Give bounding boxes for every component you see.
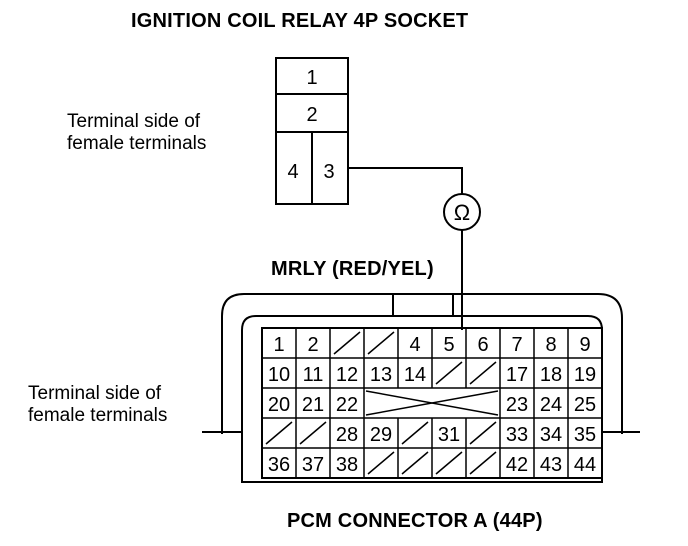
pcm-terminal-18: 18	[540, 364, 562, 386]
measure-wire-relay	[348, 167, 463, 194]
pcm-terminal-8: 8	[545, 334, 556, 356]
pcm-housing-inner	[241, 315, 603, 483]
pcm-terminal-12: 12	[336, 364, 358, 386]
pcm-empty-slot-slash	[435, 361, 463, 385]
pcm-terminal-19: 19	[574, 364, 596, 386]
pcm-note-line-1: Terminal side of	[28, 383, 162, 404]
pcm-terminal-13: 13	[370, 364, 392, 386]
pcm-empty-slot-slash	[469, 451, 497, 475]
pcm-terminal-44: 44	[574, 454, 596, 476]
pcm-terminal-33: 33	[506, 424, 528, 446]
pcm-terminal-6: 6	[477, 334, 488, 356]
pcm-terminal-9: 9	[579, 334, 590, 356]
pcm-connector-housing	[202, 293, 640, 483]
pcm-terminal-37: 37	[302, 454, 324, 476]
pcm-empty-slot-slash	[469, 421, 497, 445]
relay-terminal-1: 1	[306, 67, 317, 89]
pcm-terminal-10: 10	[268, 364, 290, 386]
relay-terminal-side-note: Terminal side of female terminals	[67, 111, 206, 155]
pcm-empty-slot-slash	[265, 421, 293, 445]
pcm-terminal-14: 14	[404, 364, 426, 386]
pcm-terminal-23: 23	[506, 394, 528, 416]
pcm-empty-block-cross	[365, 390, 499, 416]
pcm-empty-slot-slash	[469, 361, 497, 385]
pcm-terminal-side-note: Terminal side of female terminals	[28, 383, 167, 427]
pcm-empty-slot-slash	[299, 421, 327, 445]
pcm-terminal-4: 4	[409, 334, 420, 356]
pcm-terminal-17: 17	[506, 364, 528, 386]
pcm-connector-title: PCM CONNECTOR A (44P)	[287, 510, 543, 532]
pcm-terminal-34: 34	[540, 424, 562, 446]
pcm-terminal-21: 21	[302, 394, 324, 416]
pcm-terminal-24: 24	[540, 394, 562, 416]
pcm-terminal-2: 2	[307, 334, 318, 356]
pcm-terminal-20: 20	[268, 394, 290, 416]
pcm-terminal-25: 25	[574, 394, 596, 416]
pcm-locking-tab	[392, 293, 454, 317]
relay-note-line-2: female terminals	[67, 133, 207, 154]
pcm-terminal-36: 36	[268, 454, 290, 476]
pcm-empty-slot-slash	[401, 451, 429, 475]
pcm-terminal-43: 43	[540, 454, 562, 476]
relay-terminal-4: 4	[287, 161, 298, 183]
pcm-terminal-35: 35	[574, 424, 596, 446]
pcm-terminal-42: 42	[506, 454, 528, 476]
pcm-terminal-1: 1	[273, 334, 284, 356]
pcm-note-line-2: female terminals	[28, 405, 168, 426]
relay-terminal-2: 2	[306, 104, 317, 126]
pcm-terminal-29: 29	[370, 424, 392, 446]
pcm-terminal-22: 22	[336, 394, 358, 416]
relay-terminal-3: 3	[323, 161, 334, 183]
wire-label: MRLY (RED/YEL)	[271, 258, 434, 280]
pcm-empty-slot-slash	[401, 421, 429, 445]
ohm-symbol: Ω	[454, 200, 470, 225]
pcm-terminal-38: 38	[336, 454, 358, 476]
pcm-empty-slot-slash	[367, 331, 395, 355]
pcm-terminal-7: 7	[511, 334, 522, 356]
pcm-terminal-31: 31	[438, 424, 460, 446]
pcm-empty-slot-slash	[333, 331, 361, 355]
relay-socket	[275, 57, 349, 205]
relay-socket-title: IGNITION COIL RELAY 4P SOCKET	[131, 10, 469, 32]
pcm-terminal-28: 28	[336, 424, 358, 446]
relay-note-line-1: Terminal side of	[67, 111, 201, 132]
pcm-empty-slot-slash	[367, 451, 395, 475]
pcm-terminal-5: 5	[443, 334, 454, 356]
pcm-empty-slot-slash	[435, 451, 463, 475]
pcm-terminal-11: 11	[303, 364, 324, 386]
